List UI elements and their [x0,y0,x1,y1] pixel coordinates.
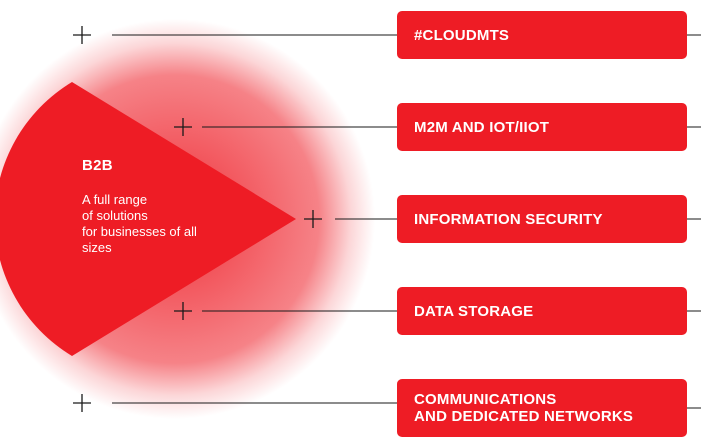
plus-icon [304,210,322,228]
hub-title: B2B [82,157,113,174]
plus-icon [174,118,192,136]
plus-icon [73,394,91,412]
service-label: COMMUNICATIONS AND DEDICATED NETWORKS [414,391,634,425]
plus-icon [174,302,192,320]
service-label: #CLOUDMTS [414,26,510,44]
hub-sector [0,82,296,356]
service-information-security[interactable]: INFORMATION SECURITY [397,195,687,243]
service-label: INFORMATION SECURITY [414,210,603,228]
service-data-storage[interactable]: DATA STORAGE [397,287,687,335]
service-m2m-iot[interactable]: M2M AND IOT/IIOT [397,103,687,151]
service-label: M2M AND IOT/IIOT [414,118,550,136]
plus-icon [73,26,91,44]
service-label: DATA STORAGE [414,302,534,320]
service-cloudmts[interactable]: #CLOUDMTS [397,11,687,59]
hub-description: A full range of solutions for businesses… [82,192,197,255]
service-communications-networks[interactable]: COMMUNICATIONS AND DEDICATED NETWORKS [397,379,687,437]
